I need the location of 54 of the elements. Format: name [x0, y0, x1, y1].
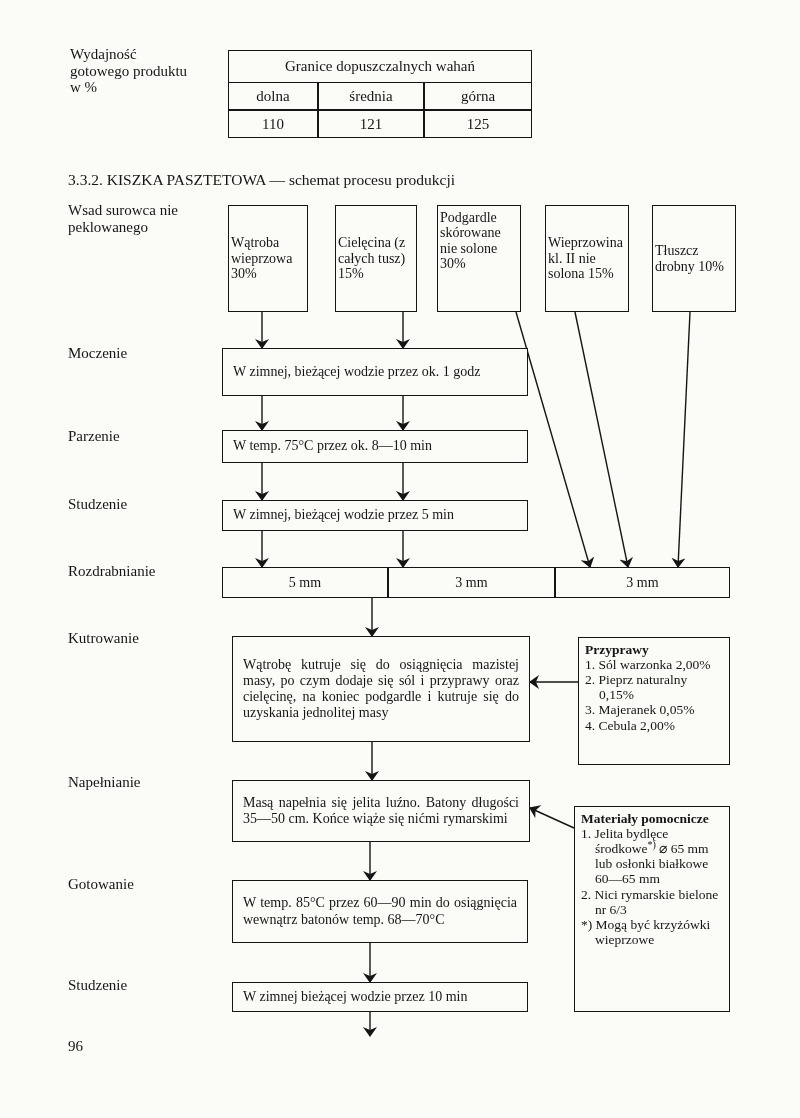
- arrow: [396, 395, 410, 431]
- ingredient-box: Wieprzowina kl. II nie solona 15%: [545, 205, 629, 312]
- stage-label: Studzenie: [68, 977, 129, 994]
- stage-label: Kutrowanie: [68, 630, 140, 647]
- stage-label: Rozdrabnianie: [68, 563, 157, 580]
- process-box: W zimnej, bieżącej wodzie przez 5 min: [222, 500, 528, 531]
- process-box: Wątrobę kutruje się do osiągnięcia mazistej masy, po czym dodaje się sól i przyprawy oraz cielęcinę, na koniec podgardle i kutruje się do uzyskania jednolitej masy: [232, 636, 530, 742]
- arrow: [515, 311, 595, 568]
- arrow: [363, 942, 377, 983]
- process-box: W zimnej bieżącej wodzie przez 10 min: [232, 982, 528, 1012]
- process-box: Masą napełnia się jelita luźno. Batony długości 35—50 cm. Końce wiąże się nićmi rymarskimi: [232, 780, 530, 842]
- process-box: W temp. 85°C przez 60—90 min do osiągnięcia wewnątrz batonów temp. 68—70°C: [232, 880, 528, 943]
- grinding-cell: 5 mm: [222, 567, 388, 598]
- arrow: [396, 530, 410, 568]
- spices-box: Przyprawy 1. Sól warzonka 2,00% 2. Pieprz naturalny 0,15% 3. Majeranek 0,05% 4. Cebula 2,00%: [578, 637, 730, 765]
- arrow: [255, 395, 269, 431]
- stage-label: Studzenie: [68, 496, 129, 513]
- ingredient-box: Podgardle skórowane nie solone 30%: [437, 205, 521, 312]
- grinding-cell: 3 mm: [555, 567, 730, 598]
- arrow: [671, 311, 691, 568]
- arrow: [363, 1011, 377, 1037]
- table-cell: 125: [424, 110, 532, 138]
- ingredient-box: Cielęcina (z całych tusz) 15%: [335, 205, 417, 312]
- arrow: [255, 530, 269, 568]
- ingredient-box: Wątroba wieprzowa 30%: [228, 205, 308, 312]
- arrow: [396, 311, 410, 349]
- table-header-cell: Granice dopuszczalnych wahań: [228, 50, 532, 83]
- arrow: [574, 311, 633, 568]
- arrow: [363, 841, 377, 881]
- page-number: 96: [68, 1038, 84, 1055]
- arrow: [255, 311, 269, 349]
- stage-label: Moczenie: [68, 345, 129, 362]
- stage-label: Wsad surowca nie peklowanego: [68, 202, 179, 235]
- arrow: [365, 741, 379, 781]
- arrow: [365, 597, 379, 637]
- table-cell: średnia: [318, 82, 424, 110]
- table-cell: 121: [318, 110, 424, 138]
- diagram-title: 3.3.2. KISZKA PASZTETOWA — schemat procesu produkcji: [68, 170, 456, 190]
- grinding-cell: 3 mm: [388, 567, 555, 598]
- table-row-label: Wydajność gotowego produktu w %: [70, 46, 189, 96]
- table-cell: dolna: [228, 82, 318, 110]
- arrow: [255, 462, 269, 501]
- materials-box: Materiały pomocnicze 1. Jelita bydlęce środkowe$^{*)}$ ⌀ 65 mm lub osłonki białkowe 60—65 mm 2. Nici rymarskie bielone nr 6/3 *) Mogą być krzyżówki wieprzowe: [574, 806, 730, 1012]
- arrow: [529, 675, 579, 689]
- stage-label: Gotowanie: [68, 876, 135, 893]
- table-cell: górna: [424, 82, 532, 110]
- stage-label: Napełnianie: [68, 774, 142, 791]
- stage-label: Parzenie: [68, 428, 121, 445]
- ingredient-box: Tłuszcz drobny 10%: [652, 205, 736, 312]
- process-box: W zimnej, bieżącej wodzie przez ok. 1 godz: [222, 348, 528, 396]
- arrow: [396, 462, 410, 501]
- arrow: [529, 805, 575, 829]
- process-box: W temp. 75°C przez ok. 8—10 min: [222, 430, 528, 463]
- table-cell: 110: [228, 110, 318, 138]
